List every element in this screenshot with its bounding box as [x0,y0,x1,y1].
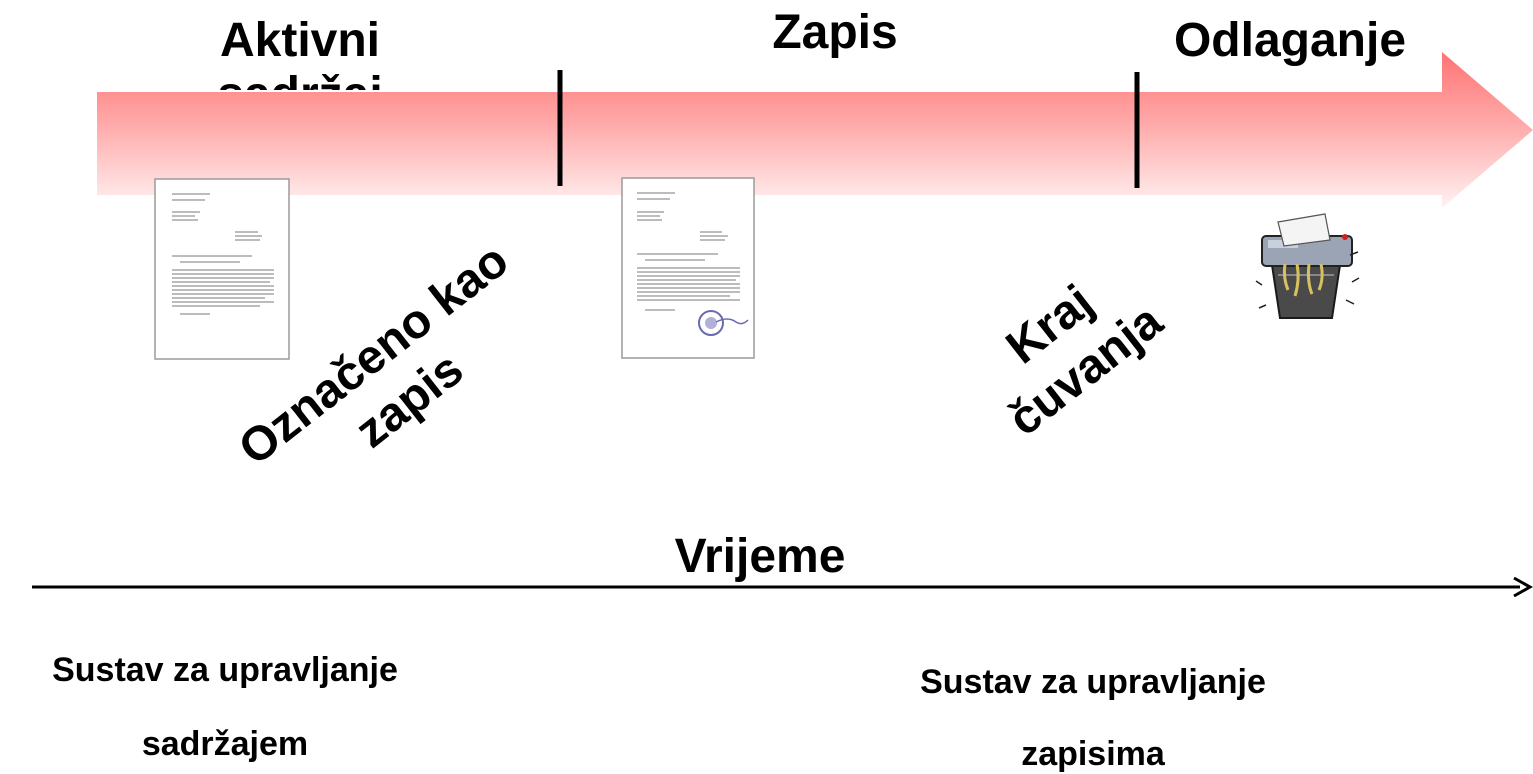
stage-label-record: Zapis [772,6,898,59]
document-icon [154,178,290,360]
system-records-line1: Sustav za upravljanje [920,663,1266,701]
stamped-document-icon [621,177,755,359]
stage-label-active: Aktivni sadržaj [217,14,382,90]
time-axis-label: Vrijeme [674,530,846,583]
shredder-icon [1255,213,1360,319]
time-axis-arrowhead [1513,576,1533,598]
system-content-line2: sadržajem [141,725,309,763]
system-records-label: Sustav za upravljanje zapisima [868,662,1318,774]
system-content-label: Sustav za upravljanje sadržajem [0,650,450,764]
system-records-line2: zapisima [1021,735,1165,773]
system-content-line1: Sustav za upravljanje [52,651,398,689]
lifecycle-arrow [97,52,1533,208]
stage-label-disposal: Odlaganje [1173,14,1407,67]
